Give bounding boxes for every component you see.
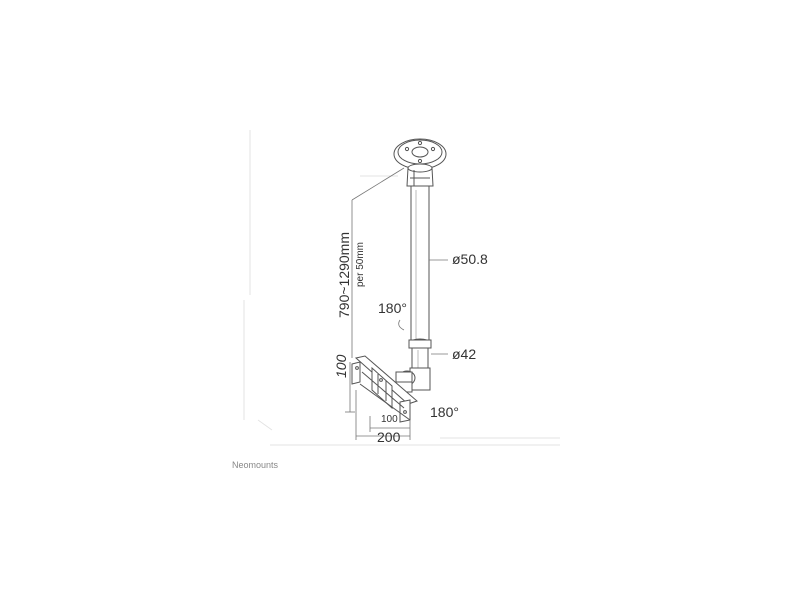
vesa-horizontal-outer-label: 200 [377,429,401,445]
rotation-top-label: 180° [378,300,407,316]
top-joint [406,163,434,187]
brand-logo-text: Neomounts [232,460,279,470]
background-ghost-lines [243,130,560,446]
main-pole [410,185,430,346]
pole-diameter-label: ø50.8 [452,251,488,267]
ceiling-plate [393,138,447,170]
vesa-vertical-label: 100 [333,354,349,378]
vesa-bracket [351,355,418,423]
lower-collar [408,339,432,391]
rotation-bottom-label: 180° [430,404,459,420]
inner-diameter-label: ø42 [452,346,477,362]
dimension-lines [345,167,448,440]
height-step-label: per 50mm [355,241,366,287]
vesa-horizontal-inner-label: 100 [381,414,398,425]
height-range-label: 790~1290mm [336,231,352,318]
